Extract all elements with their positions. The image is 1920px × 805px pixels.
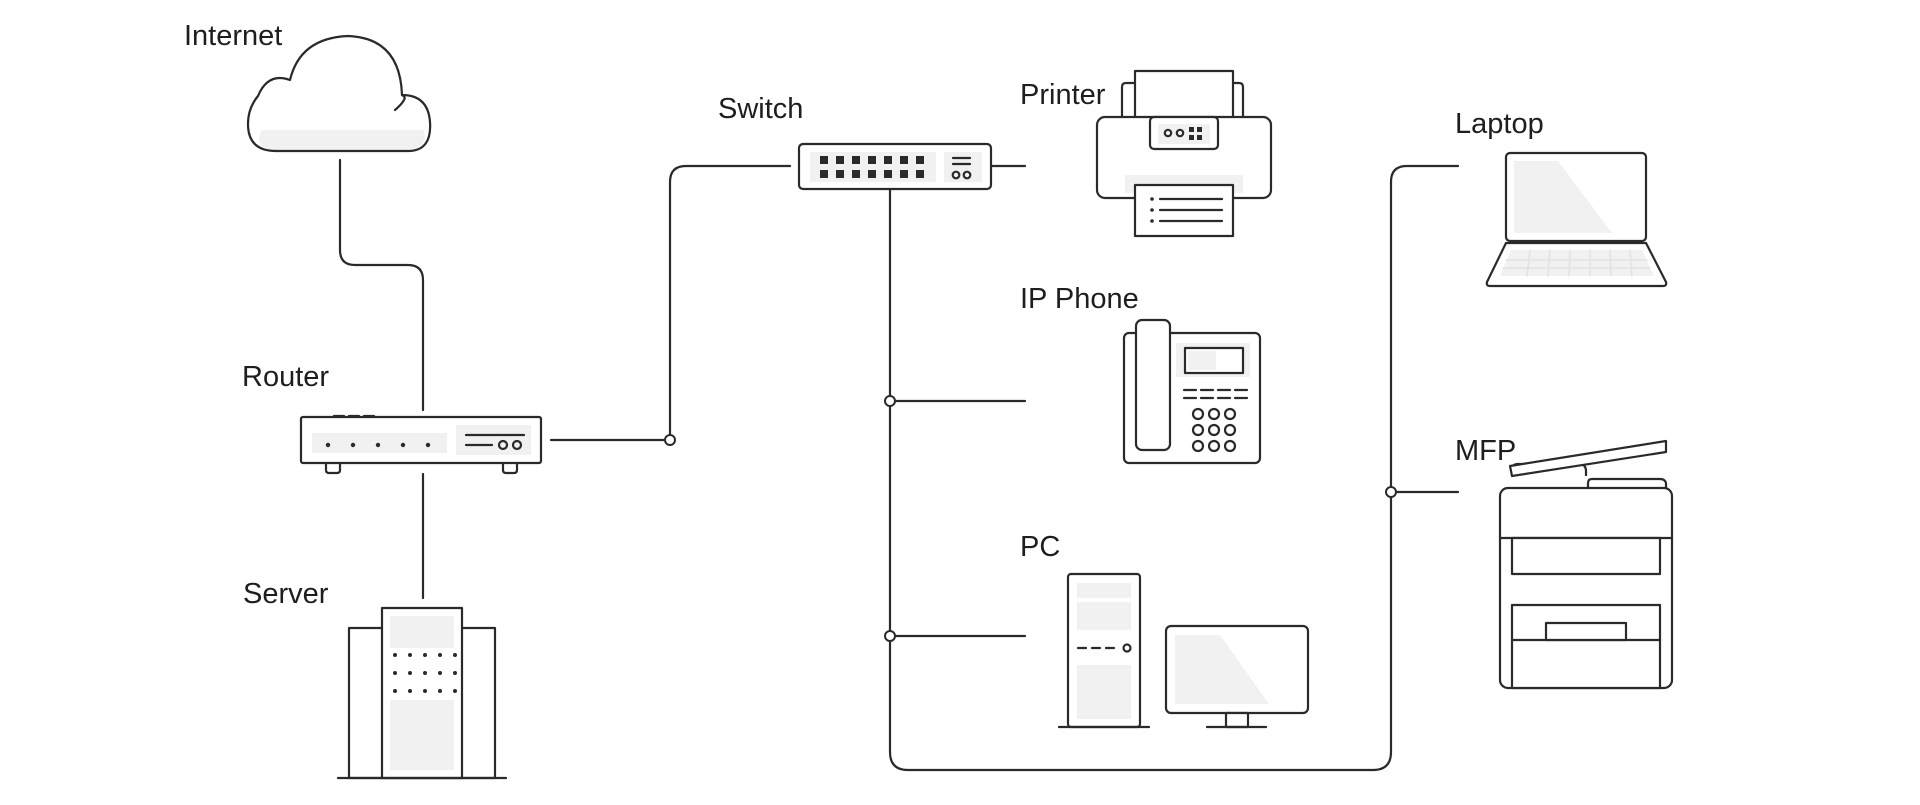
junction-mfp bbox=[1385, 486, 1397, 498]
junction-ip-phone bbox=[884, 395, 896, 407]
mfp-icon bbox=[1498, 439, 1674, 690]
label-mfp: MFP bbox=[1455, 435, 1517, 467]
pc-icon bbox=[1057, 572, 1310, 729]
printer-icon bbox=[1095, 69, 1273, 238]
label-server: Server bbox=[243, 578, 329, 610]
label-printer: Printer bbox=[1020, 79, 1106, 111]
label-laptop: Laptop bbox=[1455, 108, 1544, 140]
server-icon bbox=[336, 606, 508, 780]
link-router-switch bbox=[549, 164, 792, 442]
label-ip-phone: IP Phone bbox=[1020, 283, 1139, 315]
laptop-icon bbox=[1485, 151, 1668, 288]
label-switch: Switch bbox=[718, 93, 804, 125]
label-router: Router bbox=[242, 361, 330, 393]
connection-lines bbox=[338, 158, 1460, 772]
label-pc: PC bbox=[1020, 531, 1061, 563]
link-switch-trunk bbox=[888, 164, 1460, 772]
switch-icon bbox=[797, 142, 993, 191]
label-internet: Internet bbox=[184, 20, 283, 52]
router-icon bbox=[299, 414, 543, 475]
ip-phone-icon bbox=[1122, 318, 1262, 465]
junction-pc bbox=[884, 630, 896, 642]
link-internet-router bbox=[338, 158, 425, 412]
cloud-icon bbox=[246, 34, 432, 153]
junction-router-switch bbox=[664, 434, 676, 446]
